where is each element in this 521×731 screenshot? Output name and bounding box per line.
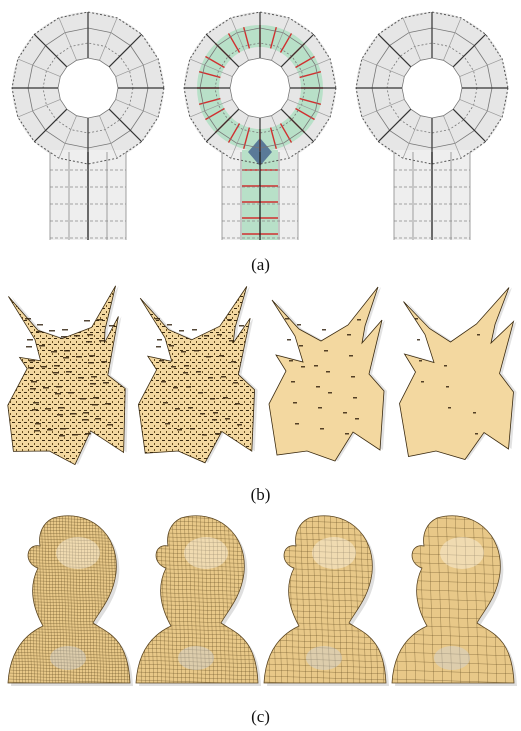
caption-c: (c) <box>0 707 521 727</box>
rough-mesh-level-1 <box>8 286 128 465</box>
panel-b-figure <box>0 278 521 478</box>
rough-mesh-level-3 <box>269 287 387 461</box>
quad-mesh-diagram-original <box>12 12 164 240</box>
bust-quad-mesh-coarsest <box>392 508 517 692</box>
bust-quad-mesh-coarse <box>264 508 390 692</box>
bust-quad-mesh-medium <box>136 508 266 692</box>
panel-b <box>0 278 521 478</box>
panel-a <box>0 0 521 250</box>
caption-b: (b) <box>0 485 521 505</box>
rough-mesh-level-4 <box>400 288 517 460</box>
panel-a-figure <box>0 0 521 250</box>
panel-c <box>0 508 521 703</box>
bust-quad-mesh-dense <box>8 508 137 692</box>
panel-c-figure <box>0 508 521 703</box>
rough-mesh-level-2 <box>138 286 257 462</box>
quad-mesh-diagram-highlighted <box>184 12 336 240</box>
quad-mesh-diagram-simplified <box>356 12 508 240</box>
caption-a: (a) <box>0 255 521 275</box>
